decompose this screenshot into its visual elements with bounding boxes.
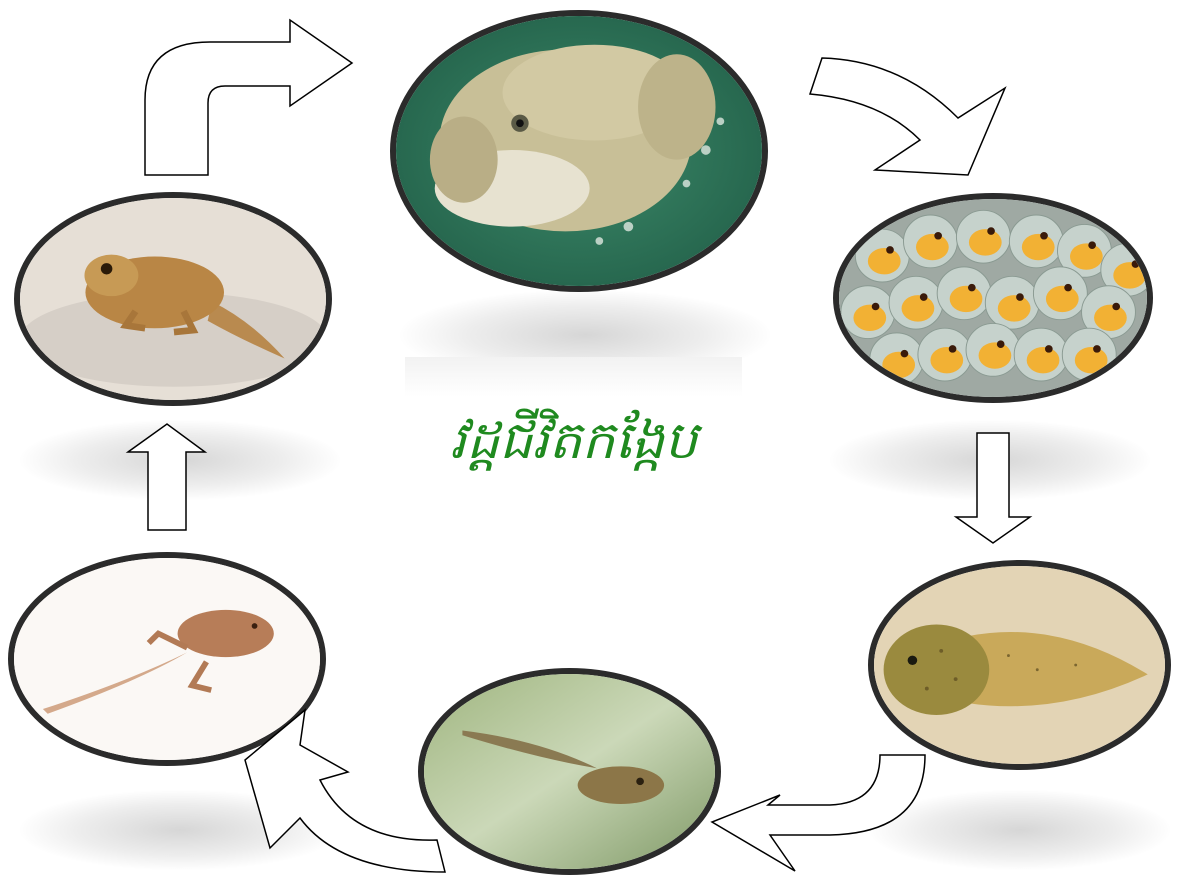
arrow-young-to-adult <box>145 20 352 175</box>
arrow-tadpole-to-legs <box>712 755 925 871</box>
arrow-froglet-to-young <box>128 424 205 530</box>
arrow-adult-to-eggs <box>810 58 1005 175</box>
arrow-legs-to-froglet <box>245 710 445 872</box>
arrow-eggs-to-tadpole <box>956 433 1030 543</box>
